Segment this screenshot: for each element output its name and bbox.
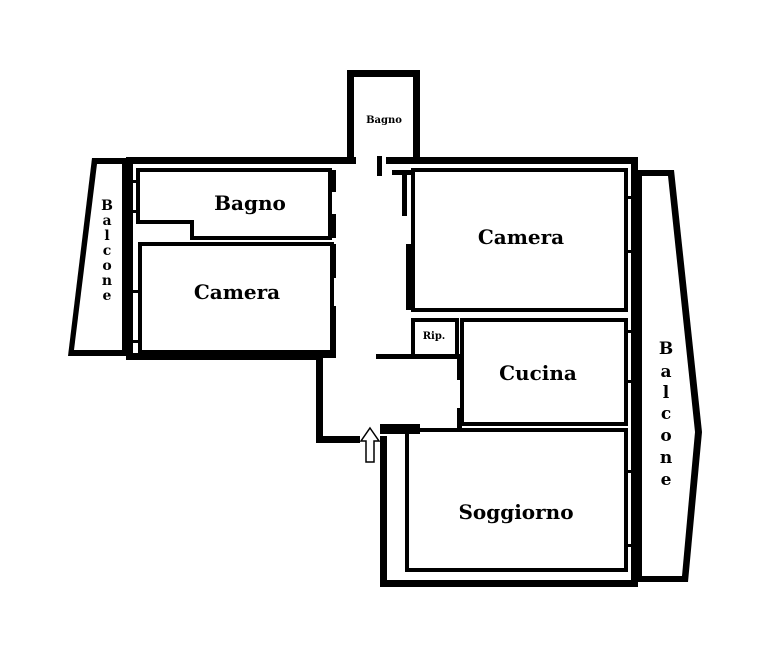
label-ripostiglio: Rip. xyxy=(423,331,446,342)
room-camera-right xyxy=(411,168,628,312)
balcony-left-letter: c xyxy=(103,243,112,259)
balcony-right xyxy=(636,170,702,582)
balcony-left xyxy=(68,158,128,356)
balcony-left-label: B a l c o n e xyxy=(101,198,113,304)
room-camera-left xyxy=(138,242,334,354)
room-bagno-left xyxy=(136,168,332,240)
balcony-right-letter: B xyxy=(659,339,673,359)
balcony-right-letter: l xyxy=(663,383,670,403)
balcony-left-letter: a xyxy=(102,213,111,229)
windows-left xyxy=(126,180,140,343)
corridor-walls xyxy=(332,156,462,434)
balcony-right-letter: o xyxy=(660,426,671,446)
label-cucina: Cucina xyxy=(499,361,577,385)
balcony-left-letter: n xyxy=(102,273,112,289)
label-soggiorno: Soggiorno xyxy=(458,500,573,524)
balcony-right-letter: n xyxy=(660,448,672,468)
balcony-left-letter: o xyxy=(102,258,111,274)
balcony-right-letter: e xyxy=(661,470,672,490)
balcony-left-letter: B xyxy=(101,198,113,214)
balcony-right-letter: a xyxy=(660,362,671,382)
label-bagno-left: Bagno xyxy=(214,191,286,215)
label-bagno-top: Bagno xyxy=(366,115,402,126)
label-camera-left: Camera xyxy=(194,280,280,304)
balcony-left-letter: e xyxy=(103,288,112,304)
bathroom-top-outline xyxy=(347,70,420,162)
room-soggiorno xyxy=(405,428,628,572)
entrance-arrow-icon xyxy=(359,426,381,463)
label-camera-right: Camera xyxy=(478,225,564,249)
balcony-left-letter: l xyxy=(104,228,109,244)
windows-right xyxy=(625,196,639,547)
left-wing-outline xyxy=(126,157,358,360)
balcony-right-letter: c xyxy=(661,404,671,424)
balcony-right-label: B a l c o n e xyxy=(659,339,673,490)
